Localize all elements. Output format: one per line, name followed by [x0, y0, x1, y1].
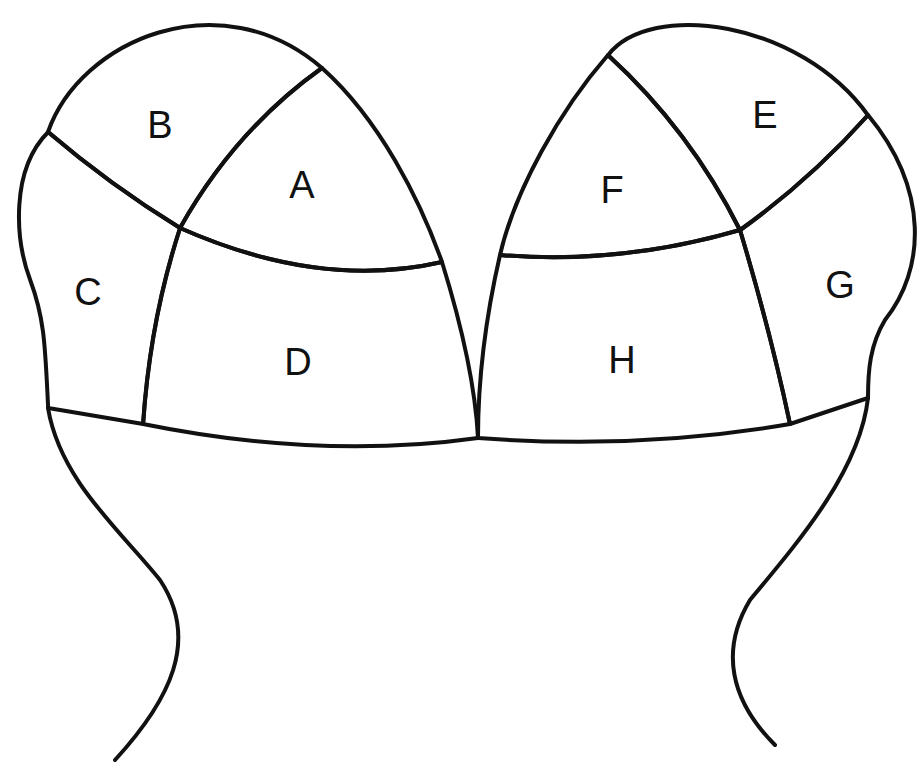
- region-border: [143, 228, 478, 446]
- region-letter: F: [600, 171, 623, 209]
- region-outline: [44, 21, 326, 232]
- region-letter: D: [284, 343, 311, 381]
- region-border: [740, 115, 915, 424]
- region-outline: [496, 51, 744, 261]
- stem-right-outline: [733, 398, 868, 745]
- brain-region: C: [15, 128, 184, 428]
- brain-region: B: [44, 21, 326, 232]
- region-outline: [139, 224, 482, 450]
- region-border: [180, 68, 442, 271]
- region-border: [500, 55, 740, 257]
- region-border: [608, 25, 868, 230]
- region-outline: [604, 21, 872, 234]
- region-letter: G: [825, 266, 855, 304]
- region-letter: A: [289, 166, 314, 204]
- stem-left-outline: [48, 408, 178, 760]
- brain-region: H: [474, 226, 794, 446]
- brain-region: E: [604, 21, 872, 234]
- region-border: [478, 230, 790, 442]
- brain-region: G: [736, 111, 919, 428]
- brain-region: F: [496, 51, 744, 261]
- region-letter: C: [74, 273, 101, 311]
- region-outline: [474, 226, 794, 446]
- region-letter: B: [147, 106, 172, 144]
- brain-region: D: [139, 224, 482, 450]
- region-letter: H: [608, 341, 635, 379]
- region-border: [19, 132, 180, 424]
- region-letter: E: [752, 96, 777, 134]
- region-border: [48, 25, 322, 228]
